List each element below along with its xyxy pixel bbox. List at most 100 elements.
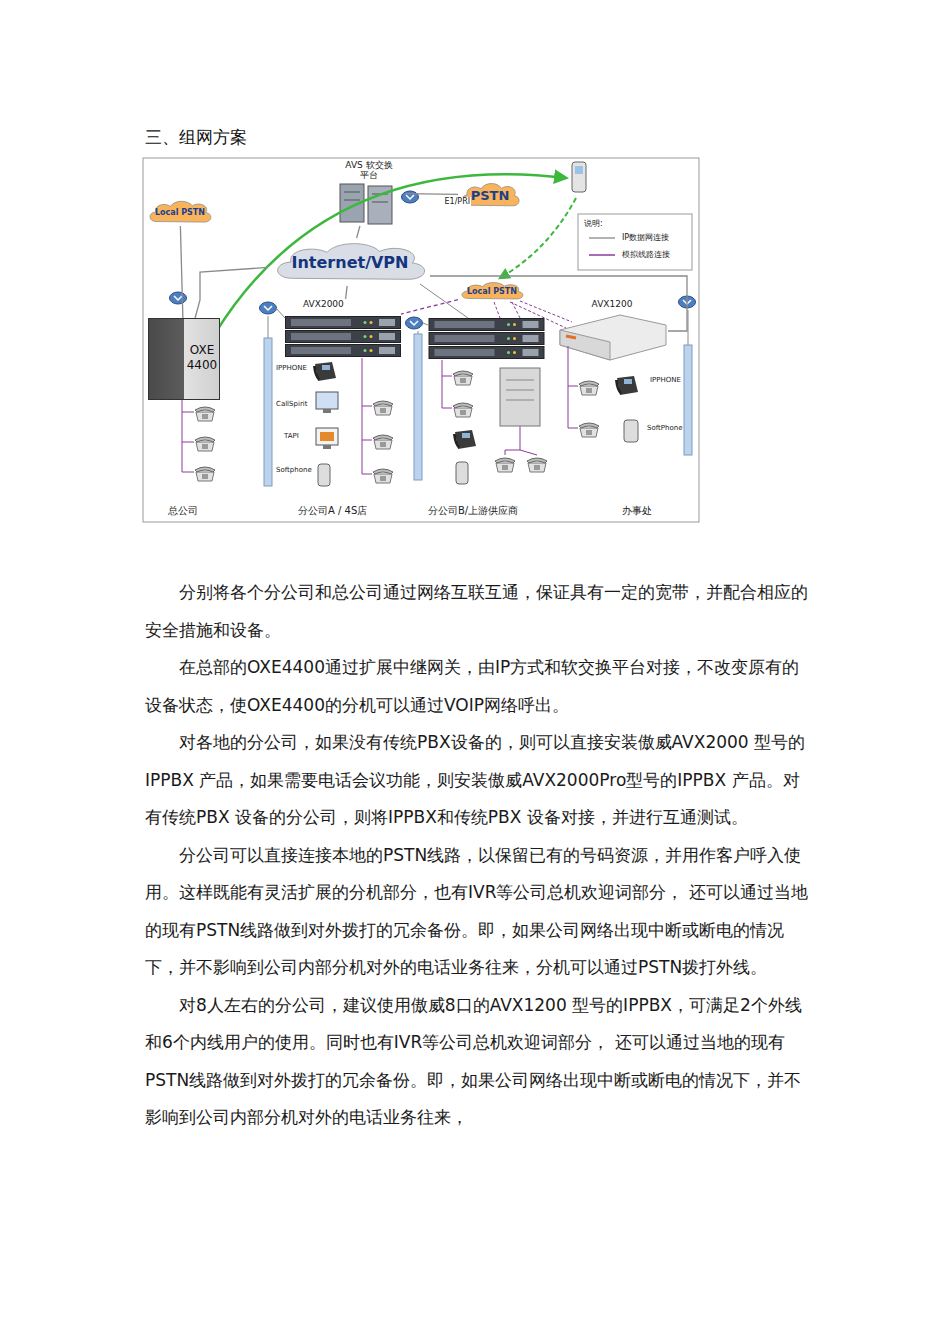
site-caption: 分公司A / 4S店: [298, 504, 367, 518]
internet-cloud: Internet/VPN: [268, 238, 432, 286]
switch-bars: [264, 334, 692, 486]
figure-part: [286, 331, 401, 343]
figure-part: [453, 371, 473, 385]
figure-part: [527, 458, 547, 472]
figure-part: [462, 283, 523, 299]
figure-part: [429, 347, 544, 359]
body-paragraph: 对8人左右的分公司，建议使用傲威8口的AVX1200 型号的IPPBX，可满足2…: [145, 987, 809, 1137]
figure-part: [684, 345, 692, 455]
figure-part: [372, 202, 388, 203]
local-pstn-cloud: Local PSTN: [146, 198, 214, 226]
figure-part: [568, 386, 578, 387]
figure-part: [414, 334, 422, 480]
figure-part: [506, 380, 534, 381]
figure-part: [278, 244, 425, 280]
figure-part: [453, 403, 473, 417]
figure-part: [500, 368, 540, 426]
site-caption: 分公司B/上游供应商: [428, 504, 518, 518]
figure-part: [323, 409, 331, 413]
figure-part: [320, 432, 334, 441]
figure-part: [572, 162, 586, 192]
figure-frame: [143, 158, 699, 522]
figure-part: [286, 345, 401, 357]
node-label: Local PSTN: [155, 208, 205, 217]
body-paragraph: 在总部的OXE4400通过扩展中继网关，由IP方式和软交换平台对接，不改变原有的…: [145, 649, 809, 724]
phone-icons: [195, 362, 638, 483]
figure-part: [182, 400, 194, 472]
network-link: [346, 286, 348, 299]
device-label: TAPI: [284, 432, 299, 440]
legend-text: IP数据网连接: [622, 232, 669, 244]
site-caption: 办事处: [622, 504, 652, 518]
figure-part: [362, 358, 372, 474]
legend-heading: 说明:: [584, 218, 603, 229]
network-link: [195, 267, 268, 318]
site-caption: 总公司: [168, 504, 198, 518]
node-label: Internet/VPN: [292, 253, 409, 272]
avx1200-device: [560, 315, 666, 360]
figure-part: [442, 376, 452, 377]
figure-part: [418, 331, 419, 334]
pbx-cabinet: OXE 4400: [148, 318, 220, 400]
figure-part: [373, 469, 393, 483]
figure-part: [506, 400, 534, 401]
device-label: CallSpirit: [276, 400, 307, 408]
figure-part: [579, 381, 599, 395]
figure-part: [150, 201, 211, 222]
network-link: [180, 226, 183, 318]
figure-part: [589, 237, 615, 239]
figure-part: [566, 336, 576, 338]
figure-part: [442, 360, 452, 408]
figure-part: [182, 442, 194, 443]
body-paragraph: 分公司可以直接连接本地的PSTN线路，以保留已有的号码资源，并用作客户呼入使用。…: [145, 837, 809, 987]
body-text: 分别将各个分公司和总公司通过网络互联互通，保证具有一定的宽带，并配合相应的安全措…: [145, 574, 809, 1137]
figure-part: [260, 302, 277, 314]
figure-part: [494, 302, 500, 318]
figure-part: [589, 254, 615, 256]
figure-part: [429, 333, 544, 345]
figure-part: [264, 338, 272, 486]
figure-part: [624, 420, 638, 442]
figure-part: [510, 302, 566, 328]
figure-part: [520, 301, 572, 322]
node-label: OXE 4400: [185, 343, 219, 373]
call-flow-arrows: [216, 174, 576, 332]
body-paragraph: 对各地的分公司，如果没有传统PBX设备的，则可以直接安装傲威AVX2000 型号…: [145, 724, 809, 837]
node-label: AVX1200: [556, 299, 668, 309]
node-label: AVS 软交换平台: [344, 160, 394, 181]
device-label: IPPHONE: [276, 364, 307, 372]
device-label: SoftPhone: [647, 424, 683, 432]
figure-part: [406, 317, 423, 329]
figure-part: [429, 319, 544, 331]
legend-row: 模拟线路连接: [588, 249, 688, 261]
figure-part: [423, 323, 428, 325]
figure-part: [420, 284, 468, 318]
figure-part: [323, 445, 331, 449]
legend-swatch: [588, 249, 616, 261]
figure-part: [402, 191, 419, 203]
legend-row: IP数据网连接: [588, 232, 688, 244]
figure-part: [373, 435, 393, 449]
ippbx-device: AVX1200: [556, 299, 668, 363]
device-label: IPPHONE: [650, 376, 681, 384]
network-link: [401, 300, 458, 314]
node-label: PSTN: [471, 188, 510, 203]
figure-part: [316, 428, 338, 445]
figure-part: [373, 401, 393, 415]
router-icons: [170, 191, 696, 329]
figure-part: [195, 437, 215, 451]
node-label: Local PSTN: [467, 287, 517, 296]
local-pstn-cloud: Local PSTN: [458, 280, 526, 302]
network-link: [357, 226, 360, 238]
link-label: E1/PRI: [444, 197, 472, 206]
computer-icons: [316, 368, 638, 486]
body-paragraph: 分别将各个分公司和总公司通过网络互联互通，保证具有一定的宽带，并配合相应的安全措…: [145, 574, 809, 649]
mobile-phone: [572, 162, 586, 192]
figure-part: [362, 406, 372, 407]
figure-part: [362, 440, 372, 441]
figure-part: [615, 376, 638, 395]
figure-part: [505, 426, 520, 455]
figure-part: [318, 464, 330, 486]
